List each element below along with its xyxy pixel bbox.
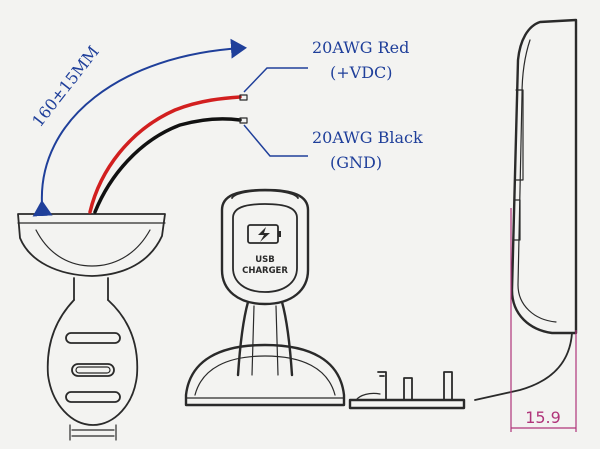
center-stem-inner	[251, 305, 279, 376]
center-base	[184, 343, 346, 407]
left-thread	[69, 424, 117, 441]
red-wire-polarity: (+VDC)	[330, 63, 393, 82]
center-panel	[232, 203, 298, 293]
center-base-inner	[194, 355, 336, 396]
dimension-label: 15.9	[525, 408, 561, 427]
red-wire-gauge: 20AWG Red	[312, 38, 409, 57]
right-profile-outline	[510, 18, 578, 335]
left-usb-c-port	[71, 363, 115, 377]
left-slot-top	[65, 332, 121, 344]
left-hood-inner	[35, 229, 151, 267]
right-pin-1	[377, 371, 387, 401]
length-label: 160±15MM	[28, 42, 103, 130]
right-profile-inner	[517, 39, 557, 323]
wire-leaders	[243, 67, 308, 157]
left-slot-bottom	[65, 391, 121, 403]
black-leader	[243, 124, 308, 157]
right-profile-ridges	[513, 89, 524, 241]
left-side-view: 160±15MM	[17, 38, 248, 441]
right-lead-wire	[474, 332, 573, 401]
right-base-curve	[355, 392, 381, 401]
red-leader	[243, 67, 308, 93]
dimension-extensions	[510, 208, 577, 432]
left-usb-c-inner	[75, 366, 111, 374]
left-hood	[17, 213, 166, 277]
black-wire	[93, 117, 242, 214]
red-wire	[88, 95, 242, 214]
center-front-view: USB CHARGER	[184, 188, 346, 407]
center-head	[220, 188, 310, 306]
left-thread-lines	[71, 429, 115, 437]
right-profile-view: 15.9	[348, 18, 578, 432]
black-wire-polarity: (GND)	[330, 153, 382, 172]
panel-text-charger: CHARGER	[242, 266, 288, 276]
panel-text-usb: USB	[255, 255, 275, 265]
length-arrow	[32, 38, 247, 217]
left-body	[46, 299, 139, 426]
battery-charging-icon	[247, 224, 281, 244]
left-neck	[73, 277, 109, 301]
right-pin-2	[403, 377, 413, 401]
center-stem	[236, 300, 294, 377]
right-pin-3	[443, 371, 453, 401]
black-wire-gauge: 20AWG Black	[312, 128, 423, 147]
right-base-plate	[348, 398, 466, 410]
